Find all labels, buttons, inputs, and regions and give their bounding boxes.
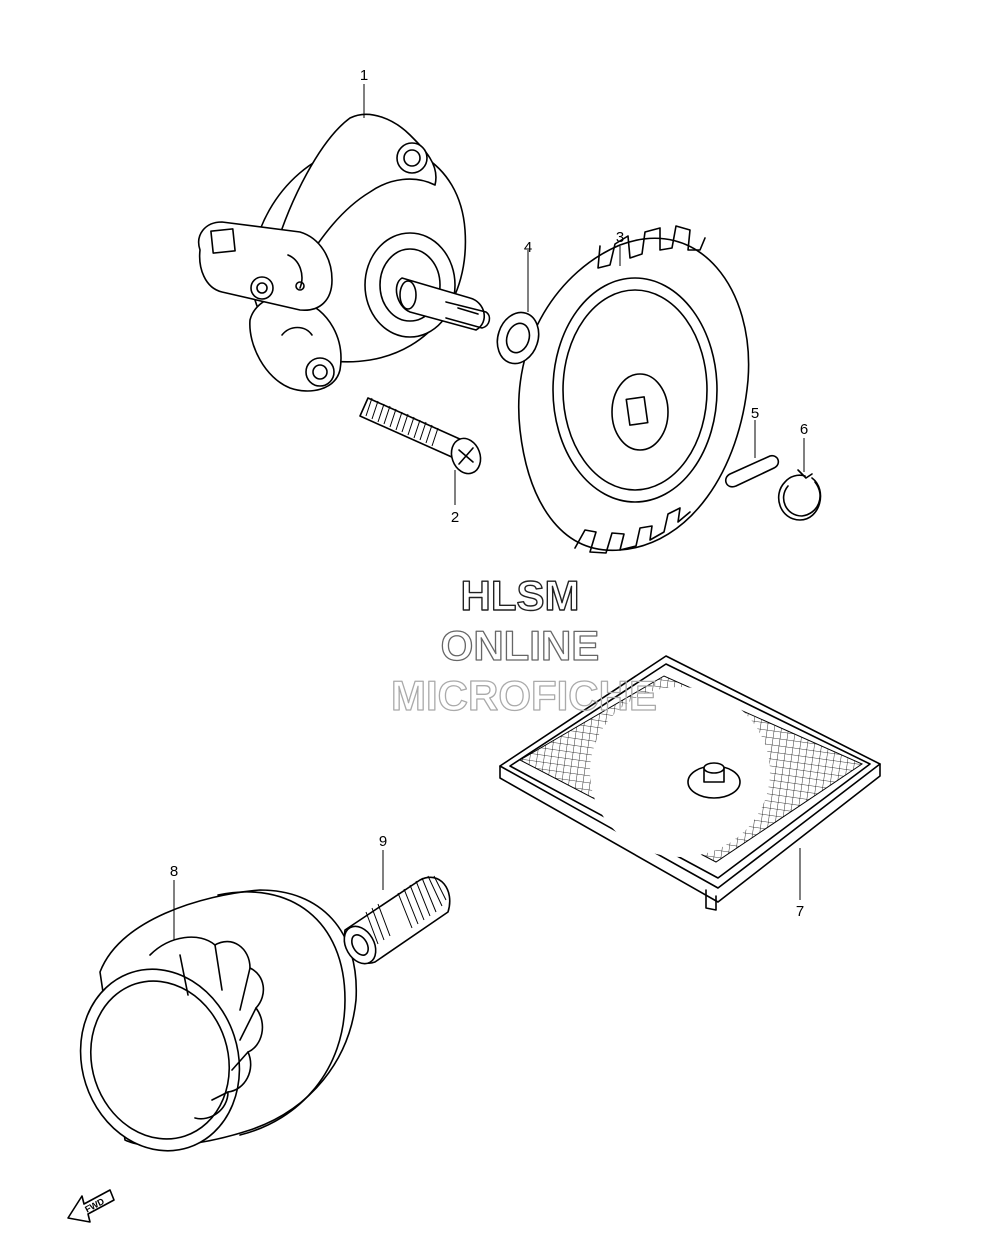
part-label-1: 1: [360, 67, 368, 84]
watermark-line-2: ONLINE: [441, 622, 600, 669]
part-label-8: 8: [170, 863, 178, 880]
part-label-9: 9: [379, 833, 387, 850]
part-label-2: 2: [451, 509, 459, 526]
union-bolt-part: [343, 875, 451, 965]
leader-lines: [173, 84, 805, 940]
part-label-7: 7: [796, 903, 804, 920]
oil-pump-part: [198, 113, 491, 392]
part-label-6: 6: [800, 421, 808, 438]
gear-part: [518, 225, 750, 554]
watermark: HLSM ONLINE MICROFICHE: [390, 571, 657, 719]
bolt-part: [359, 397, 482, 475]
part-label-5: 5: [751, 405, 759, 422]
washer-part: [496, 311, 540, 365]
oil-filter-part: [79, 889, 357, 1152]
part-label-3: 3: [616, 229, 624, 246]
watermark-line-3: MICROFICHE: [391, 672, 657, 719]
fwd-arrow-icon: FWD: [67, 1189, 115, 1223]
circlip-part: [777, 469, 822, 521]
watermark-line-1: HLSM: [461, 572, 580, 619]
part-label-4: 4: [524, 239, 532, 256]
pin-part: [724, 454, 780, 488]
oil-strainer-part: [499, 655, 881, 911]
